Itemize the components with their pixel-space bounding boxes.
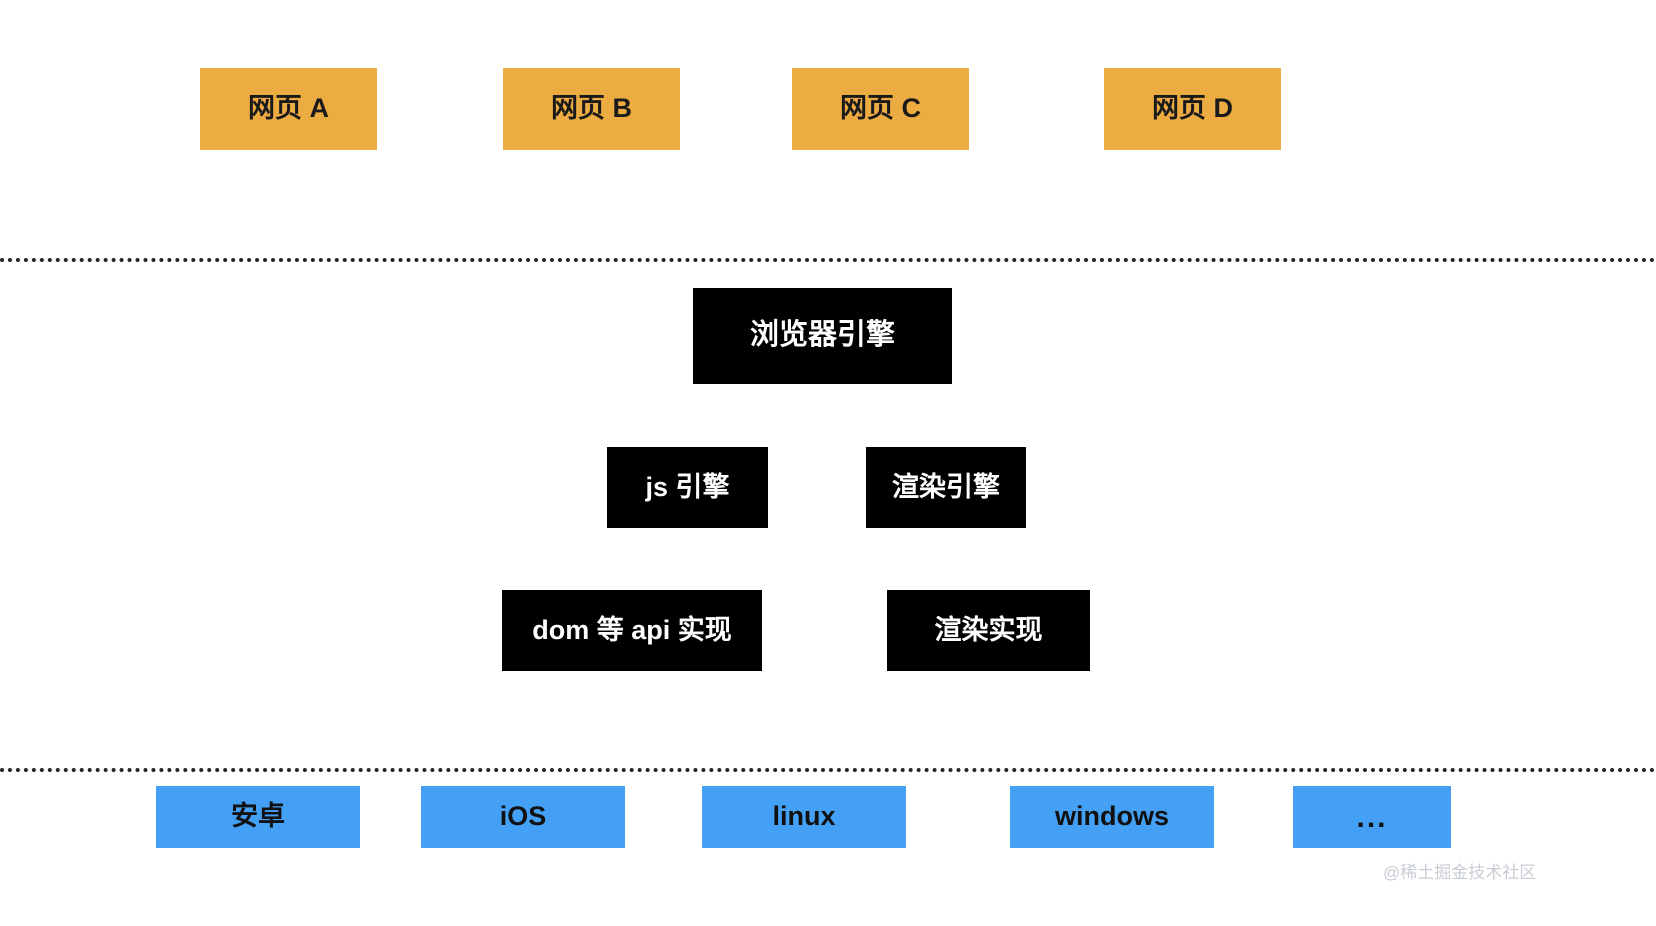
web-page-box-label: 网页 D xyxy=(1152,93,1233,124)
watermark: @稀土掘金技术社区 xyxy=(1383,863,1537,882)
engine-box[interactable]: 浏览器引擎 xyxy=(693,288,952,384)
engine-box[interactable]: js 引擎 xyxy=(607,447,768,528)
divider-pages-browser xyxy=(0,258,1656,262)
engine-box-label: js 引擎 xyxy=(645,471,730,502)
engine-box-label: 浏览器引擎 xyxy=(749,319,895,352)
web-page-box[interactable]: 网页 A xyxy=(200,68,377,150)
os-box-label: windows xyxy=(1055,801,1169,832)
os-box-label: iOS xyxy=(499,801,547,832)
os-box-label: 安卓 xyxy=(231,801,285,832)
engine-box-label: 渲染实现 xyxy=(934,614,1043,645)
engine-box-label: dom 等 api 实现 xyxy=(532,614,732,645)
os-box-label: linux xyxy=(772,801,836,832)
os-box[interactable]: windows xyxy=(1010,786,1214,848)
os-box[interactable]: iOS xyxy=(421,786,625,848)
web-page-box-label: 网页 B xyxy=(551,93,632,124)
web-page-box-label: 网页 C xyxy=(840,93,921,124)
engine-box-label: 渲染引擎 xyxy=(892,471,1000,502)
engine-box[interactable]: 渲染引擎 xyxy=(866,447,1026,528)
web-page-box-label: 网页 A xyxy=(248,93,329,124)
os-box[interactable]: 安卓 xyxy=(156,786,360,848)
os-box[interactable]: ... xyxy=(1293,786,1451,848)
engine-box[interactable]: 渲染实现 xyxy=(887,590,1090,671)
os-box-label: ... xyxy=(1356,800,1388,834)
web-page-box[interactable]: 网页 C xyxy=(792,68,969,150)
web-page-box[interactable]: 网页 D xyxy=(1104,68,1281,150)
web-page-box[interactable]: 网页 B xyxy=(503,68,680,150)
engine-box[interactable]: dom 等 api 实现 xyxy=(502,590,762,671)
divider-browser-os xyxy=(0,768,1656,772)
os-box[interactable]: linux xyxy=(702,786,906,848)
